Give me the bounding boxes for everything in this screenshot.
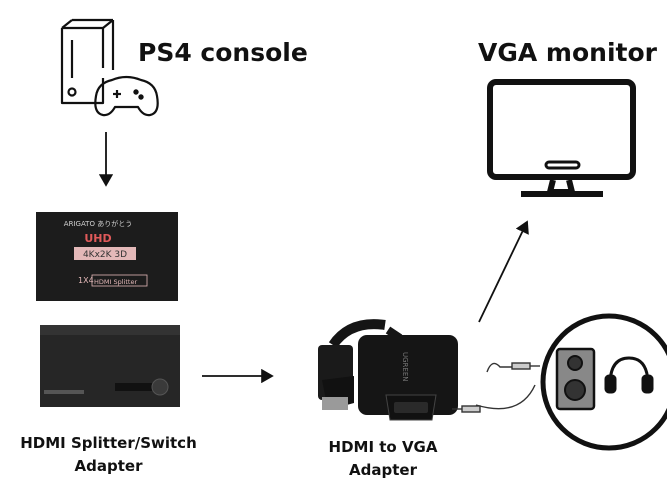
pc-tower-icon xyxy=(60,18,115,105)
splitter-uhd: UHD xyxy=(84,232,111,245)
ps4-console-label: PS4 console xyxy=(138,38,308,67)
hdmi-vga-caption-line2: Adapter xyxy=(349,461,417,479)
headphones-icon xyxy=(604,356,654,394)
splitter-model: 1X4 xyxy=(78,276,94,285)
hdmi-switch-photo xyxy=(40,325,180,407)
hdmi-to-vga-adapter-photo: UGREEN xyxy=(318,319,458,421)
hdmi-vga-caption: HDMI to VGA Adapter xyxy=(318,436,448,482)
hdmi-vga-caption-line1: HDMI to VGA xyxy=(328,438,438,456)
vga-monitor-label: VGA monitor xyxy=(478,38,657,67)
splitter-caption-line1: HDMI Splitter/Switch xyxy=(20,434,197,452)
audio-cables xyxy=(452,362,540,413)
splitter-resolution: 4Kx2K 3D xyxy=(83,250,127,260)
splitter-model-text: HDMI Splitter xyxy=(94,278,137,286)
arrow-adapter-to-monitor xyxy=(478,220,529,323)
monitor-icon xyxy=(487,79,636,197)
splitter-brand: ARIGATO ありがとう xyxy=(64,219,132,228)
splitter-caption: HDMI Splitter/Switch Adapter xyxy=(6,432,211,478)
adapter-brand: UGREEN xyxy=(401,352,409,382)
splitter-caption-line2: Adapter xyxy=(74,457,143,475)
gamepad-icon xyxy=(94,75,159,117)
hdmi-splitter-photo: ARIGATO ありがとう UHD 4Kx2K 3D 1X4 HDMI Spli… xyxy=(36,212,178,301)
speaker-icon xyxy=(555,347,596,411)
